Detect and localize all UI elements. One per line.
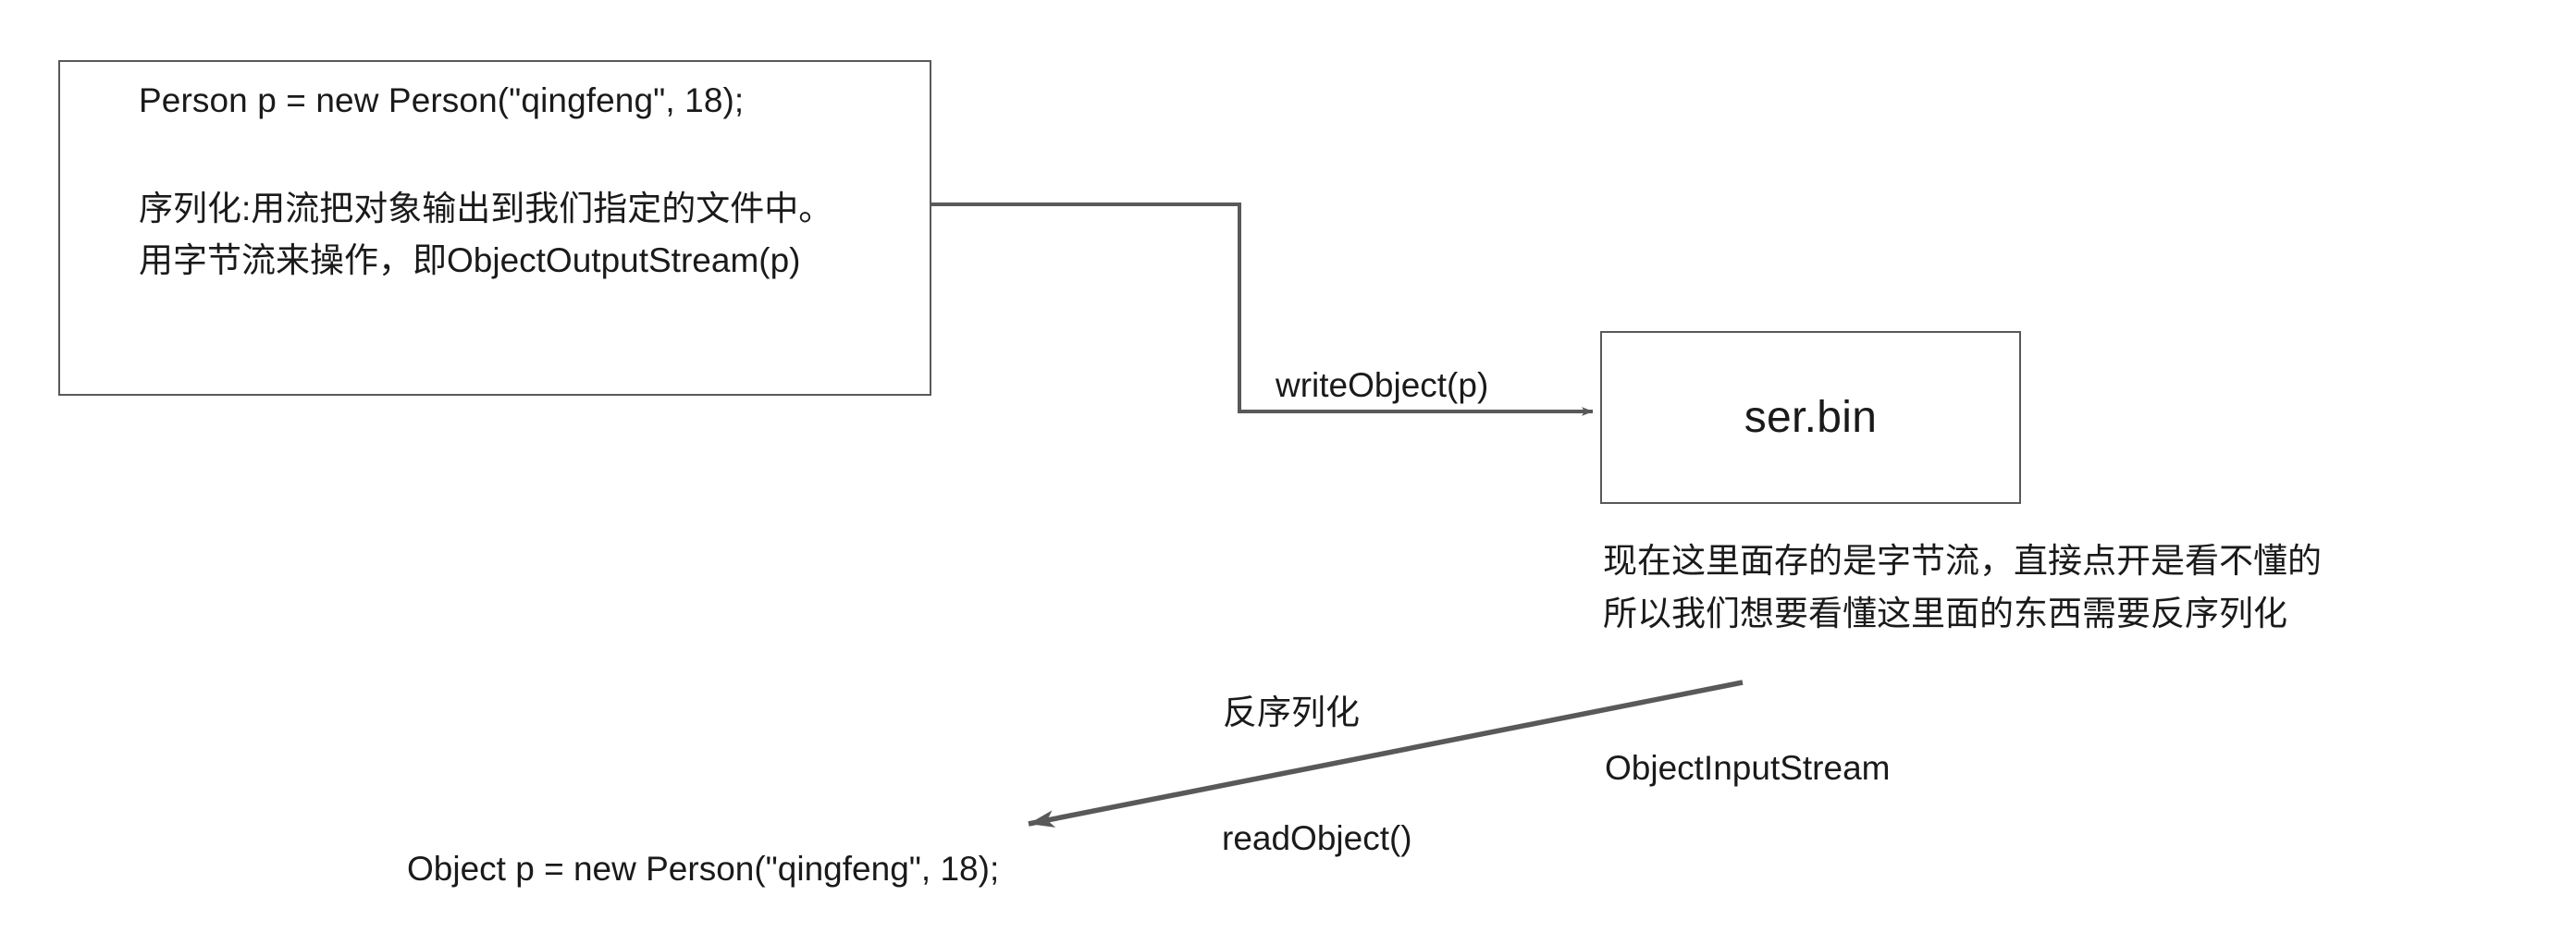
deserialize-edge-label: 反序列化 [1223, 693, 1360, 731]
serialization-description-line-2: 用字节流来操作，即ObjectOutputStream(p) [139, 240, 801, 279]
serialization-description-box: Person p = new Person("qingfeng", 18); 序… [58, 60, 931, 396]
ser-bin-file-box: ser.bin [1600, 331, 2021, 504]
ser-bin-label: ser.bin [1744, 393, 1878, 442]
object-input-stream-label: ObjectInputStream [1605, 749, 1891, 787]
edge-serialize-to-file [931, 202, 1594, 416]
read-object-edge-label: readObject() [1222, 819, 1412, 857]
serialization-description-line-1: 序列化:用流把对象输出到我们指定的文件中。 [139, 190, 833, 228]
ser-bin-note: 现在这里面存的是字节流，直接点开是看不懂的 所以我们想要看懂这里面的东西需要反序… [1603, 534, 2322, 641]
ser-bin-note-line-1: 现在这里面存的是字节流，直接点开是看不懂的 [1603, 542, 2322, 580]
serialization-text-block: Person p = new Person("qingfeng", 18); 序… [139, 79, 920, 286]
ser-bin-note-line-2: 所以我们想要看懂这里面的东西需要反序列化 [1603, 595, 2287, 633]
text-spacer [139, 122, 920, 183]
person-constructor-code: Person p = new Person("qingfeng", 18); [139, 81, 745, 119]
deserialized-object-code: Object p = new Person("qingfeng", 18); [407, 850, 1000, 888]
write-object-edge-label: writeObject(p) [1276, 366, 1489, 404]
